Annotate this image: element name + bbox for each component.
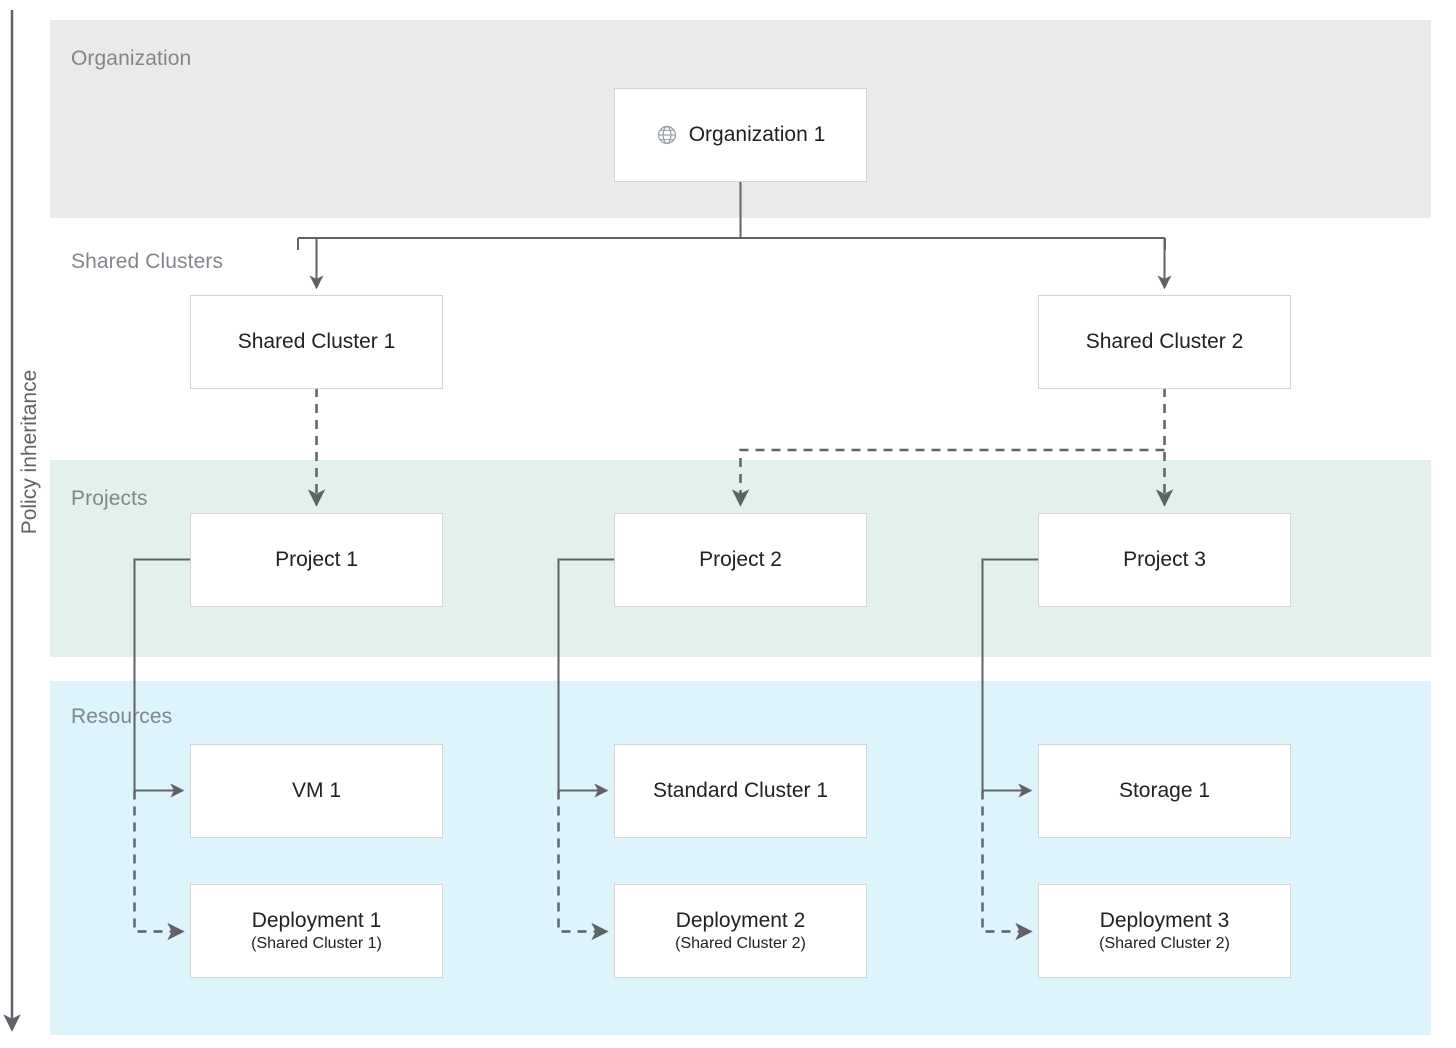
node-title: Deployment 1 (251, 908, 382, 932)
band-resources (50, 681, 1431, 1035)
node-project-1[interactable]: Project 1 (190, 513, 443, 607)
node-title: Shared Cluster 2 (1085, 329, 1244, 353)
band-label-projects: Projects (71, 487, 148, 510)
node-title: Project 1 (275, 547, 358, 571)
policy-inheritance-label: Policy inheritance (18, 369, 41, 535)
node-deployment-3[interactable]: Deployment 3 (Shared Cluster 2) (1038, 884, 1291, 978)
policy-inheritance-axis (3, 10, 21, 1032)
node-title: Storage 1 (1118, 778, 1211, 802)
node-title: Project 3 (1123, 547, 1206, 571)
node-title: Project 2 (699, 547, 782, 571)
band-label-shared-clusters: Shared Clusters (71, 250, 224, 273)
node-deployment-2[interactable]: Deployment 2 (Shared Cluster 2) (614, 884, 867, 978)
node-subtitle: (Shared Cluster 2) (1099, 934, 1230, 952)
node-title: Shared Cluster 1 (237, 329, 396, 353)
node-shared-cluster-2[interactable]: Shared Cluster 2 (1038, 295, 1291, 389)
node-title: VM 1 (291, 778, 341, 802)
node-shared-cluster-1[interactable]: Shared Cluster 1 (190, 295, 443, 389)
node-title: Organization 1 (688, 122, 826, 146)
node-title: Deployment 3 (1099, 908, 1230, 932)
globe-icon (656, 124, 678, 146)
node-subtitle: (Shared Cluster 1) (251, 934, 382, 952)
node-project-2[interactable]: Project 2 (614, 513, 867, 607)
node-project-3[interactable]: Project 3 (1038, 513, 1291, 607)
band-label-organization: Organization (71, 47, 192, 70)
node-storage-1[interactable]: Storage 1 (1038, 744, 1291, 838)
node-organization-1[interactable]: Organization 1 (614, 88, 867, 182)
node-vm-1[interactable]: VM 1 (190, 744, 443, 838)
node-standard-cluster-1[interactable]: Standard Cluster 1 (614, 744, 867, 838)
node-title: Deployment 2 (675, 908, 806, 932)
band-label-resources: Resources (71, 705, 173, 728)
node-deployment-1[interactable]: Deployment 1 (Shared Cluster 1) (190, 884, 443, 978)
node-title: Standard Cluster 1 (652, 778, 829, 802)
node-subtitle: (Shared Cluster 2) (675, 934, 806, 952)
